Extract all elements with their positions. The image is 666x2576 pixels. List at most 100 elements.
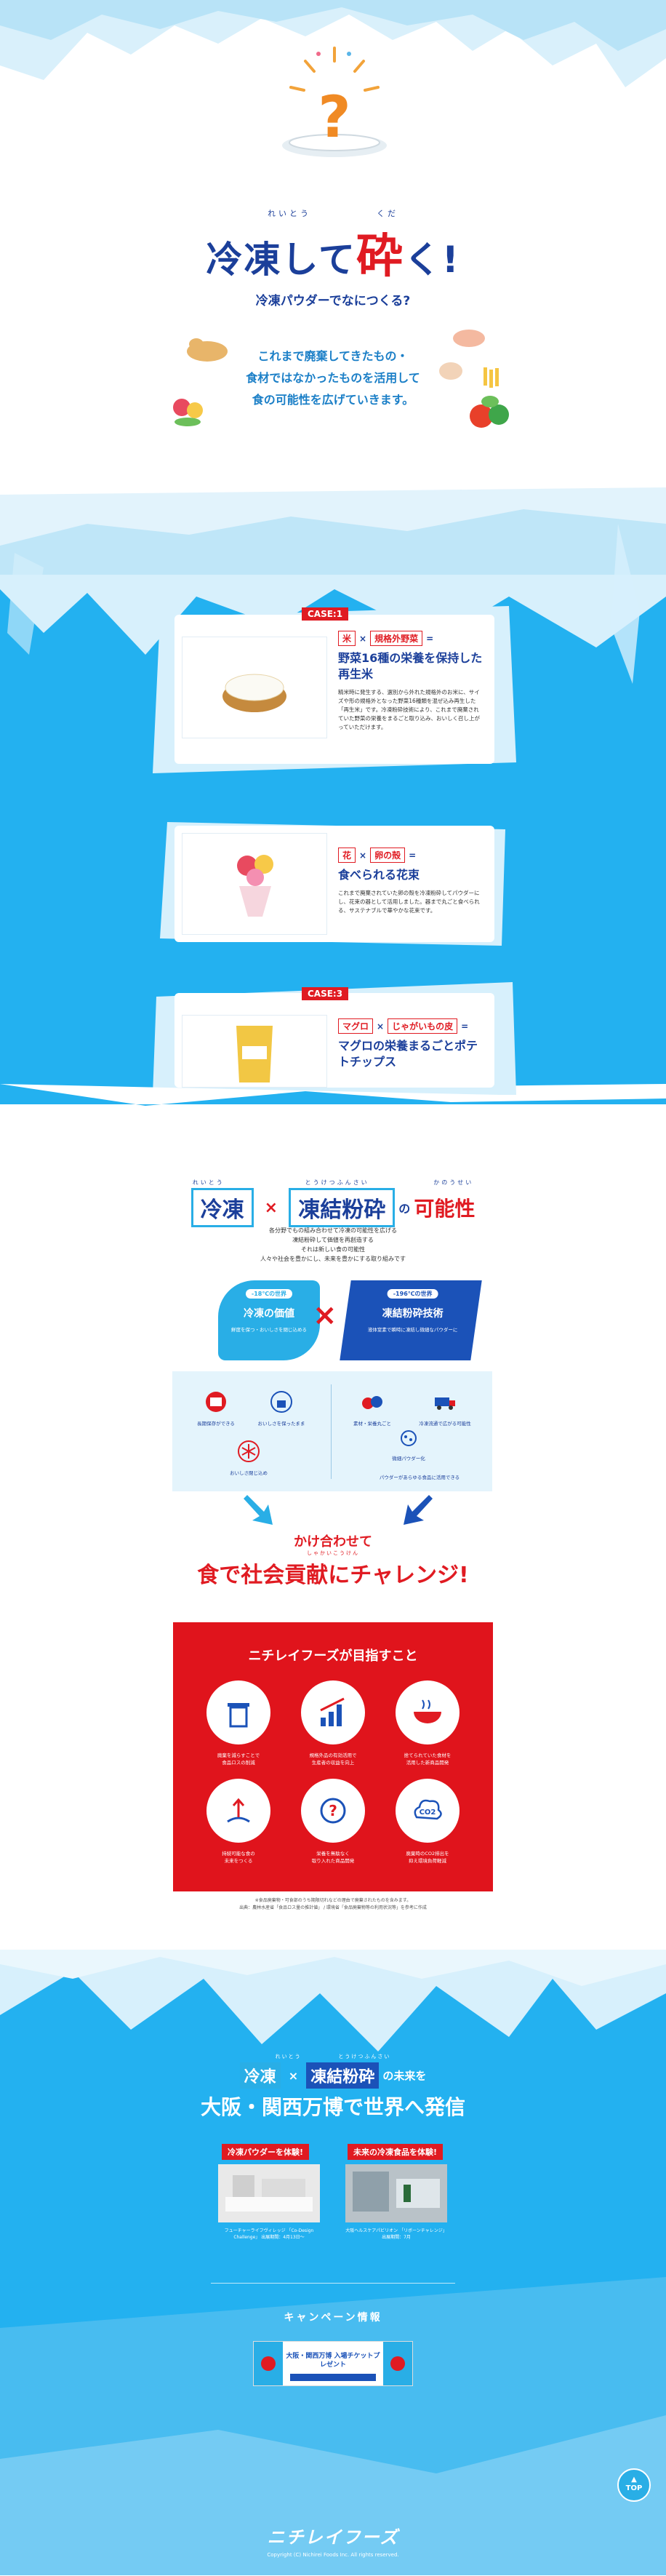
goal-item-2: 規格外品の有効活用で 生産者の収益を向上 <box>289 1680 377 1766</box>
goal-item-3: 捨てられていた食材を 活用した新商品開発 <box>384 1680 471 1766</box>
goals-title: ニチレイフーズが目指すこと <box>248 1648 418 1664</box>
case2-pills: 花 × 卵の殻 = <box>338 848 484 863</box>
calendar-icon <box>206 1392 226 1412</box>
word-touketsu-box: 凍結粉砕 <box>289 1188 396 1227</box>
expo-ruby-touketsu: とうけつふんさい <box>338 2054 391 2059</box>
equals-mark: = <box>426 633 434 644</box>
ruby-kuda: くだ <box>376 209 398 218</box>
lock-icon <box>270 1391 292 1413</box>
possibility-title: れいとう とうけつふんさい かのうせい 冷凍 × 凍結粉砕 の 可能性 <box>0 1179 666 1227</box>
expo-photo-left <box>218 2164 320 2222</box>
case2-bouquet-image <box>182 833 327 935</box>
case1-pill-b: 規格外野菜 <box>370 631 423 646</box>
merit-right-3: 微細パウダー化 <box>380 1422 438 1462</box>
big-x-mark: × <box>313 1299 337 1332</box>
poss-desc-4: 人々や社会を豊かにし、未来を豊かにする取り組みです <box>260 1256 406 1262</box>
possibility-desc: 各分野でもの組み合わせて冷凍の可能性を広げる 凍結粉砕して価値を再創造する それ… <box>0 1226 666 1264</box>
vegetables-illustration <box>470 396 509 428</box>
expo-after-text: の未来を <box>382 2069 427 2083</box>
tech-powder-card: -196℃の世界 凍結粉砕技術 液体窒素で瞬時に凍結し微細なパウダーに <box>340 1280 482 1360</box>
x-mark: × <box>359 633 367 644</box>
expo-ruby: れいとう とうけつふんさい <box>0 2053 666 2060</box>
hero-subtitle: 冷凍パウダーでなにつくる? <box>255 294 411 308</box>
case1-rice-image <box>182 637 327 738</box>
goals-panel: ニチレイフーズが目指すこと 廃棄を減らすことで 食品ロスの削減 規格外品の有効活… <box>173 1622 493 1891</box>
challenge-title: 食で社会貢献にチャレンジ! <box>197 1563 469 1588</box>
ruby-reitou: れいとう <box>268 209 312 218</box>
campaign-banner-text: 大阪・関西万博 入場チケットプレゼント <box>286 2353 380 2369</box>
goals-footnote: ※食品廃棄物・可食部のうち期限切れなどの理由で廃棄されたものを含みます。 出典：… <box>0 1897 666 1912</box>
arrow-down-right-icon <box>404 1495 433 1525</box>
expo-tag-left: 冷凍パウダーを体験! <box>222 2144 310 2160</box>
tech-left-desc: 鮮度を保つ・おいしさを閉じ込める <box>231 1327 307 1333</box>
intro-line-2: 食材ではなかったものを活用して <box>246 371 420 385</box>
equals-mark: = <box>461 1021 469 1032</box>
hero-title-ruby: れいとう くだ <box>0 207 666 219</box>
expo-ice-background <box>0 1950 666 2575</box>
footer-copyright: Copyright (C) Nichirei Foods Inc. All ri… <box>267 2552 399 2558</box>
case-card-1: CASE:1 米 × 規格外野菜 = 野菜16種の栄養を保持した再生米 精米時に… <box>174 607 494 764</box>
vegetables-icon <box>362 1396 382 1409</box>
challenge-subtitle: かけ合わせて <box>294 1534 372 1550</box>
case-card-3: CASE:3 マグロ × じゃがいもの皮 = マグロの栄養まるごとポテトチップス <box>174 987 494 1088</box>
merit-left-label-3: おいしさ閉じ込め <box>230 1470 268 1476</box>
expo-word-reitou: 冷凍 <box>239 2062 281 2089</box>
case2-body: 花 × 卵の殻 = 食べられる花束 これまで廃棄されていた卵の殻を冷凍粉砕してパ… <box>338 848 484 915</box>
poss-desc-2: 凍結粉砕して価値を再創造する <box>292 1237 374 1243</box>
goal-item-6: CO2 廃棄時のCO2排出を 抑え環境負荷軽減 <box>384 1779 471 1865</box>
case2-pill-b: 卵の殻 <box>370 848 406 863</box>
merit-left-label-2: おいしさを保ったまま <box>257 1421 305 1427</box>
expo-x-mark: × <box>288 2068 299 2083</box>
challenge-ruby: しゃかいこうけん <box>307 1550 359 1556</box>
goal-label-2: 規格外品の有効活用で 生産者の収益を向上 <box>309 1752 357 1766</box>
case2-pill-a: 花 <box>338 848 356 863</box>
hero-title-part1: 冷凍して <box>206 239 356 281</box>
merit-left-1: 長期保存ができる <box>187 1387 245 1427</box>
campaign-banner[interactable]: 大阪・関西万博 入場チケットプレゼント <box>253 2341 413 2386</box>
intro-line-3: 食の可能性を広げていきます。 <box>252 393 414 407</box>
ruby-reitou-2: れいとう <box>192 1179 225 1186</box>
svg-text:CO2: CO2 <box>420 1809 436 1817</box>
merit-right-1: 素材・栄養丸ごと <box>343 1387 401 1427</box>
case1-body: 米 × 規格外野菜 = 野菜16種の栄養を保持した再生米 精米時に発生する、選別… <box>338 631 484 732</box>
case3-title: マグロの栄養まるごとポテトチップス <box>338 1039 478 1069</box>
goal-label-6: 廃棄時のCO2排出を 抑え環境負荷軽減 <box>406 1851 449 1864</box>
case2-title: 食べられる花束 <box>338 868 420 882</box>
case1-pill-a: 米 <box>338 631 356 646</box>
meat-illustration <box>439 362 462 380</box>
truck-icon <box>435 1397 455 1410</box>
merit-right-label-3: 微細パウダー化 <box>392 1456 425 1462</box>
expo-head: 冷凍 × 凍結粉砕 の未来を <box>0 2062 666 2089</box>
expo-divider <box>211 2283 455 2284</box>
goal-label-3: 捨てられていた食材を 活用した新商品開発 <box>404 1752 452 1766</box>
tech-left-tag: -18℃の世界 <box>245 1289 293 1299</box>
svg-text:?: ? <box>318 85 350 151</box>
word-kanousei: 可能性 <box>414 1197 476 1221</box>
fries-illustration <box>484 367 499 388</box>
footnote-2: 出典：農林水産省「食品ロス量の推計値」 / 環境省「食品廃棄物等の利用状況等」を… <box>239 1905 427 1910</box>
case3-pill-a: マグロ <box>338 1018 374 1034</box>
goal-label-1: 廃棄を減らすことで 食品ロスの削減 <box>217 1752 260 1766</box>
equals-mark: = <box>409 850 417 861</box>
shrimp-illustration <box>453 330 485 347</box>
merit-left-2: おいしさを保ったまま <box>252 1387 310 1427</box>
tech-left-title: 冷凍の価値 <box>244 1308 294 1320</box>
case1-pills: 米 × 規格外野菜 = <box>338 631 484 646</box>
top-button-label: TOP <box>625 2484 643 2492</box>
poss-desc-1: 各分野でもの組み合わせて冷凍の可能性を広げる <box>269 1227 397 1234</box>
footnote-1: ※食品廃棄物・可食部のうち期限切れなどの理由で廃棄されたものを含みます。 <box>254 1898 412 1903</box>
question-plate-illustration: ? <box>276 44 393 167</box>
footer-logo[interactable]: ニチレイフーズ <box>267 2527 399 2548</box>
hero-intro: これまで廃棄してきたもの・ 食材ではなかったものを活用して 食の可能性を広げてい… <box>0 346 666 411</box>
possibility-connector: の <box>398 1202 411 1216</box>
ruby-touketsu: とうけつふんさい <box>305 1179 369 1186</box>
hero-section: ? れいとう くだ 冷凍して砕く! 冷凍パウダーでなにつくる? <box>0 0 666 495</box>
food-loss-icon <box>206 1680 270 1744</box>
powder-icon <box>401 1430 417 1446</box>
ginger-illustration <box>187 338 228 362</box>
back-to-top-button[interactable]: ▲ TOP <box>617 2468 651 2502</box>
growth-chart-icon <box>301 1680 365 1744</box>
possibility-ruby: れいとう とうけつふんさい かのうせい <box>0 1179 666 1187</box>
x-mark-big: × <box>264 1198 278 1217</box>
